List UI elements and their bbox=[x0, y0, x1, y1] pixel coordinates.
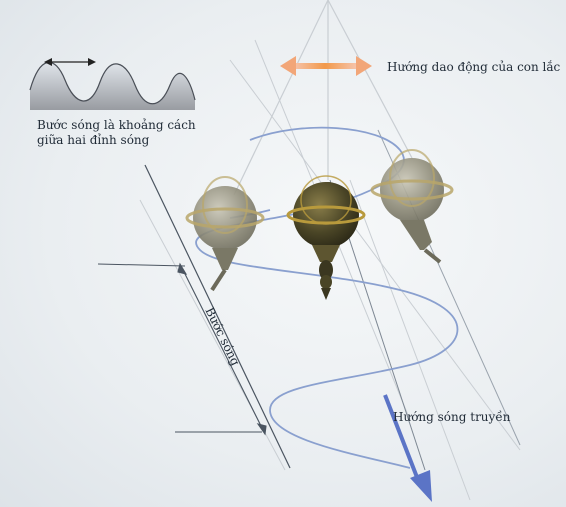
pendulum-icon bbox=[286, 175, 366, 300]
axis-line bbox=[144, 164, 291, 469]
double-arrow-icon bbox=[280, 56, 372, 76]
wavelength-note-line2: giữa hai đỉnh sóng bbox=[37, 133, 150, 147]
wavelength-dimension bbox=[177, 262, 267, 436]
pendulum-strings bbox=[233, 0, 413, 196]
wavelength-tick-top bbox=[97, 263, 186, 267]
guide-lines bbox=[139, 39, 521, 501]
pendulum-icon bbox=[370, 149, 454, 264]
pendulum-icon bbox=[185, 176, 265, 292]
wavelength-note-line1: Bước sóng là khoảng cách bbox=[37, 118, 196, 132]
wave-thumbnail-icon bbox=[29, 58, 196, 110]
arrow-down-icon bbox=[410, 470, 432, 502]
propagation-arrow bbox=[383, 394, 432, 502]
oscillation-direction-label: Hướng dao động của con lắc bbox=[387, 60, 561, 74]
propagation-direction-label: Hướng sóng truyền bbox=[393, 410, 511, 424]
